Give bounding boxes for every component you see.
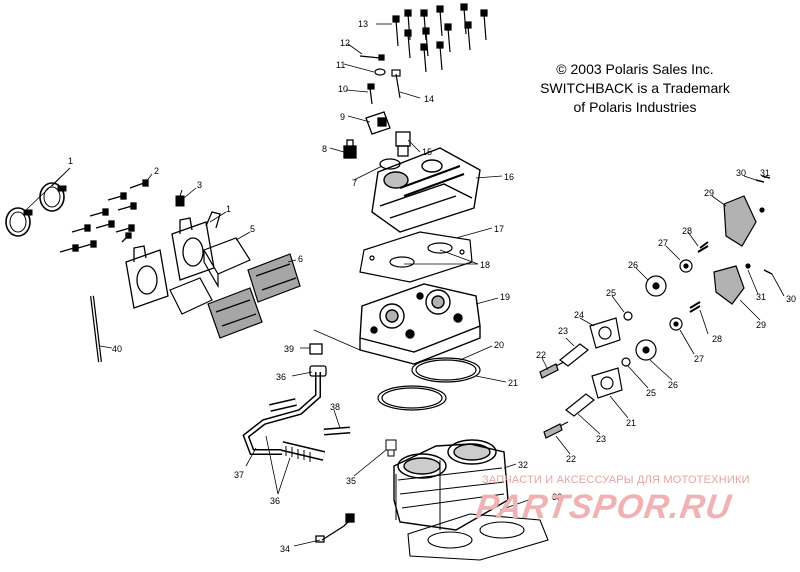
nut-fitting (385, 439, 397, 457)
callout-18: 18 (480, 260, 490, 270)
cylinder-block (393, 439, 509, 531)
head-gaskets (359, 231, 473, 283)
callout-31a: 31 (760, 168, 770, 178)
callout-30b: 30 (786, 294, 796, 304)
callout-23a: 23 (558, 326, 568, 336)
callout-6: 6 (298, 254, 303, 264)
callout-33: 33 (552, 492, 562, 502)
callout-20: 20 (494, 340, 504, 350)
leader-lines (25, 23, 785, 547)
watermark-subtitle: ЗАПЧАСТИ И АКСЕССУАРЫ ДЛЯ МОТОТЕХНИКИ (482, 474, 750, 486)
callout-11: 11 (336, 60, 345, 70)
callout-27a: 27 (658, 238, 668, 248)
head-bolts (392, 3, 488, 73)
callout-7: 7 (352, 178, 357, 188)
cylinder-head (359, 283, 481, 365)
copyright-line-3: of Polaris Industries (573, 99, 697, 115)
pulse-hose (90, 295, 102, 363)
callout-1a: 1 (68, 156, 73, 166)
callout-40: 40 (112, 344, 122, 354)
intake-manifolds (125, 211, 221, 309)
callout-9: 9 (340, 112, 345, 122)
callout-36b: 36 (270, 496, 280, 506)
callout-28a: 28 (682, 226, 692, 236)
callout-3: 3 (197, 180, 202, 190)
o-rings (377, 357, 481, 411)
callout-23b: 23 (596, 434, 606, 444)
callout-36a: 36 (276, 372, 286, 382)
sensor-fittings (343, 111, 411, 170)
callout-10: 10 (338, 84, 348, 94)
callout-21a: 21 (508, 378, 518, 388)
fitting-part (175, 189, 185, 207)
callout-25a: 25 (606, 288, 616, 298)
callout-2: 2 (154, 166, 159, 176)
reed-valve-parts (169, 237, 301, 339)
callout-37: 37 (234, 470, 244, 480)
callout-8: 8 (322, 144, 327, 154)
cylinder-head-cover (371, 147, 481, 233)
callout-34: 34 (280, 544, 290, 554)
callout-numbers: 1 1 2 3 5 6 40 13 12 11 10 14 9 8 15 7 1… (68, 19, 796, 554)
callout-27b: 27 (694, 354, 704, 364)
callout-29b: 29 (756, 320, 766, 330)
callout-17: 17 (494, 224, 504, 234)
callout-22b: 22 (566, 454, 576, 464)
copyright-line-2: SWITCHBACK is a Trademark (540, 80, 730, 96)
callout-35: 35 (346, 476, 356, 486)
callout-26a: 26 (628, 260, 638, 270)
callout-32: 32 (518, 460, 528, 470)
callout-5: 5 (250, 224, 255, 234)
callout-31b: 31 (756, 292, 766, 302)
callout-14: 14 (424, 94, 434, 104)
callout-39: 39 (284, 344, 294, 354)
callout-19: 19 (500, 292, 510, 302)
callout-21b: 21 (626, 418, 636, 428)
callout-29a: 29 (704, 188, 714, 198)
callout-30a: 30 (736, 168, 746, 178)
clamp-parts (5, 182, 67, 237)
watermark-logo: PARTSPOR.RU (473, 488, 735, 526)
callout-12: 12 (340, 38, 350, 48)
callout-13: 13 (358, 19, 368, 29)
base-gasket (407, 513, 549, 561)
callout-24: 24 (574, 310, 584, 320)
sensor-wire (315, 513, 355, 543)
copyright-notice: © 2003 Polaris Sales Inc. SWITCHBACK is … (500, 60, 770, 117)
copyright-line-1: © 2003 Polaris Sales Inc. (556, 61, 714, 77)
callout-26b: 26 (668, 380, 678, 390)
pump-parts (539, 175, 773, 439)
callout-28b: 28 (712, 334, 722, 344)
callout-25b: 25 (646, 388, 656, 398)
callout-38: 38 (330, 402, 340, 412)
callout-1b: 1 (226, 204, 231, 214)
callout-15: 15 (422, 147, 432, 157)
coolant-hoses (242, 343, 351, 462)
callout-22a: 22 (536, 350, 546, 360)
intake-bolts (59, 179, 149, 253)
small-fasteners (359, 54, 401, 105)
callout-16: 16 (504, 172, 514, 182)
